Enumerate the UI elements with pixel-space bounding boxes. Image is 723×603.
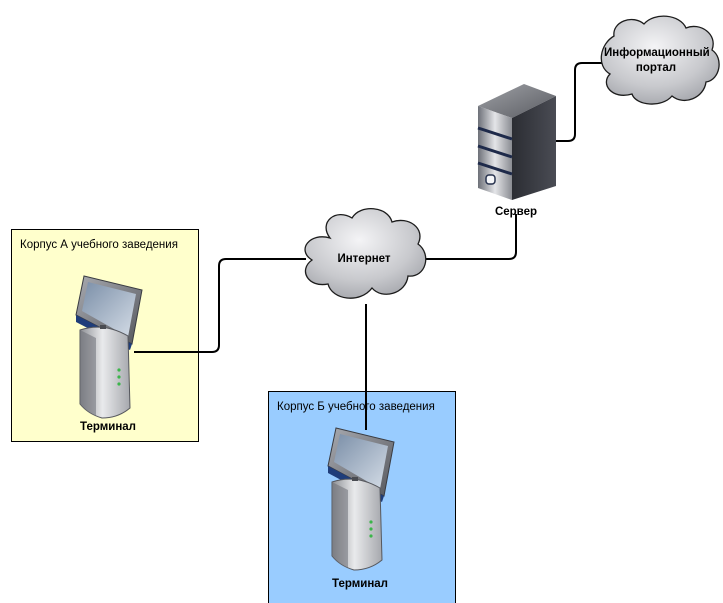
connectors — [134, 62, 602, 430]
link-server-portal — [556, 62, 602, 142]
cloud-icon — [304, 208, 427, 299]
terminal-a-label: Терминал — [80, 421, 136, 433]
zone-b-title: Корпус Б учебного заведения — [277, 401, 435, 413]
link-terminal-a-internet — [134, 258, 306, 353]
internet-label: Интернет — [337, 253, 391, 265]
server-tower-icon — [477, 84, 556, 200]
kiosk-terminal-icon — [75, 275, 143, 419]
link-internet-server — [424, 214, 517, 260]
terminal-b-label: Терминал — [332, 578, 388, 590]
server-label: Сервер — [494, 206, 538, 218]
portal-label: Информационный портал — [604, 47, 710, 74]
kiosk-terminal-icon — [327, 427, 395, 571]
cloud-icon — [600, 15, 720, 105]
zone-a-title: Корпус А учебного заведения — [20, 239, 178, 251]
